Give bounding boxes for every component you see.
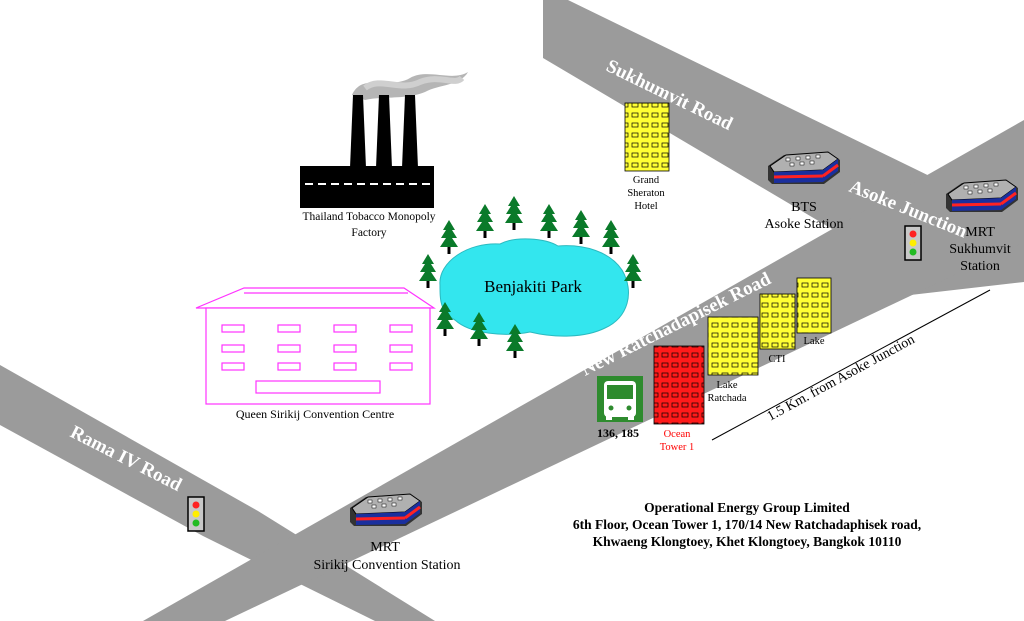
traffic-light-icon [187, 496, 205, 532]
convention-centre [195, 287, 436, 405]
cti-label: CTI [769, 354, 786, 365]
mrt-sukhumvit-label-2: Sukhumvit [949, 242, 1011, 257]
distance-line [711, 289, 991, 441]
mrt-sukhumvit-label-1: MRT [965, 225, 995, 240]
lake-ratchada-label-1: Lake [717, 380, 738, 391]
convention-label: Queen Sirikij Convention Centre [236, 407, 394, 421]
sheraton-label-3: Hotel [634, 201, 657, 212]
ocean-tower-label-1: Ocean [664, 429, 692, 440]
tree-icon [602, 220, 620, 254]
lake-ratchada-label-2: Ratchada [707, 393, 746, 404]
mrt-sukhumvit-label-3: Station [960, 259, 1000, 274]
company-name: Operational Energy Group Limited [644, 500, 850, 515]
lake-ratchada-building [707, 316, 759, 376]
traffic-light-icon [904, 225, 922, 261]
ocean-tower-label-2: Tower 1 [660, 442, 695, 453]
factory-label-1: Thailand Tobacco Monopoly [302, 211, 435, 223]
lake-label: Lake [804, 336, 825, 347]
park-label: Benjakiti Park [484, 277, 582, 296]
lake-building [796, 277, 832, 334]
tree-icon [476, 204, 494, 238]
address-line-2: Khwaeng Klongtoey, Khet Klongtoey, Bangk… [593, 534, 902, 549]
tree-icon [419, 254, 437, 288]
bus-lines-label: 136, 185 [597, 426, 639, 440]
sheraton-label-2: Sheraton [627, 188, 665, 199]
cti-building [759, 293, 796, 350]
address-line-1: 6th Floor, Ocean Tower 1, 170/14 New Rat… [573, 517, 921, 532]
ocean-tower-building [653, 345, 705, 425]
benjakiti-park [439, 238, 629, 337]
factory-icon [300, 72, 468, 208]
factory-label-2: Factory [351, 227, 386, 239]
tree-icon [540, 204, 558, 238]
sheraton-label-1: Grand [633, 175, 660, 186]
bts-label-1: BTS [791, 200, 817, 215]
tree-icon [440, 220, 458, 254]
tree-icon [505, 196, 523, 230]
mrt-sirikij-label-2: Sirikij Convention Station [313, 558, 460, 573]
ratchadapisek-road [143, 120, 1024, 621]
tree-icon [572, 210, 590, 244]
sheraton-building [624, 102, 670, 172]
bts-label-2: Asoke Station [765, 217, 844, 232]
bus-icon [597, 376, 643, 422]
mrt-sirikij-label-1: MRT [370, 540, 400, 555]
